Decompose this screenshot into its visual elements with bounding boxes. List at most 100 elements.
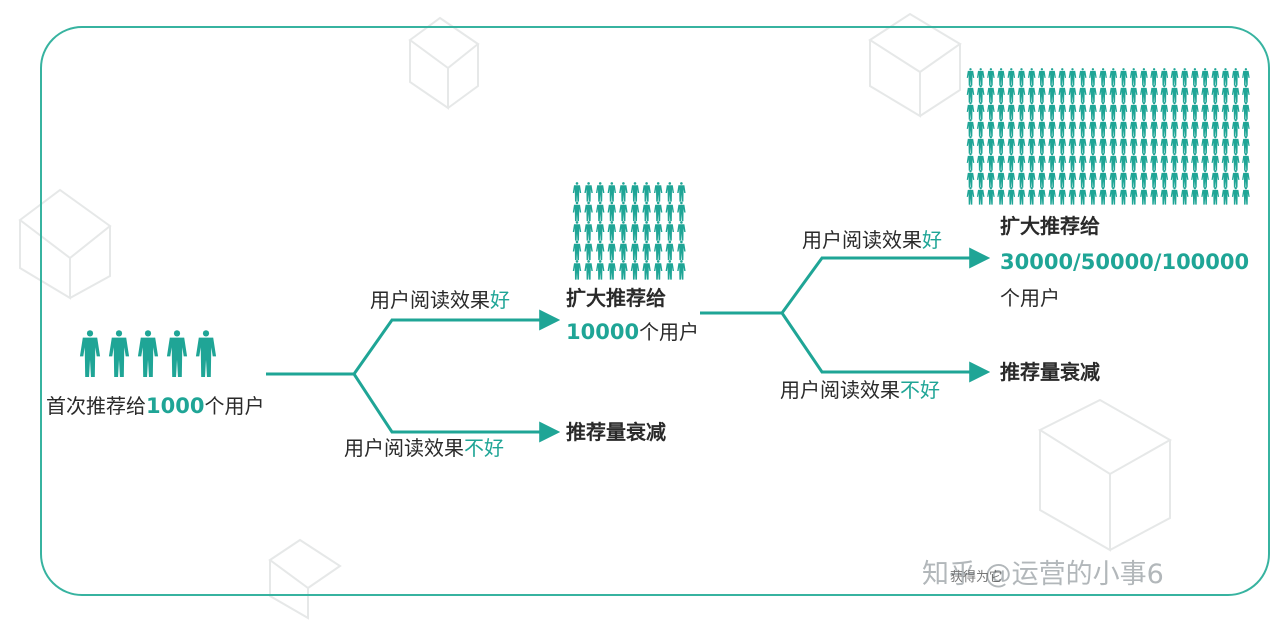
person-icon xyxy=(1201,102,1209,120)
person-icon xyxy=(1201,85,1209,103)
person-icon xyxy=(1180,136,1189,154)
person-icon xyxy=(1007,170,1016,188)
person-icon xyxy=(1242,102,1250,120)
person-icon xyxy=(1191,170,1199,188)
person-icon xyxy=(1170,85,1179,103)
person-icon xyxy=(137,330,159,378)
person-icon xyxy=(665,221,674,241)
person-icon xyxy=(584,221,593,241)
person-icon xyxy=(607,201,616,222)
person-icon xyxy=(1017,136,1026,154)
person-icon xyxy=(1140,170,1148,188)
person-icon xyxy=(1150,85,1158,103)
person-icon xyxy=(976,68,985,86)
person-icon xyxy=(1140,102,1148,120)
person-icon xyxy=(1078,170,1087,188)
person-icon xyxy=(1119,187,1128,205)
person-icon xyxy=(1231,119,1240,137)
stage2-bad-prefix: 用户阅读效果 xyxy=(780,378,900,402)
person-icon xyxy=(1058,153,1067,171)
person-icon xyxy=(642,201,651,222)
person-icon xyxy=(1170,102,1179,120)
person-icon xyxy=(619,221,628,241)
stage1-expand-suffix: 个用户 xyxy=(639,320,700,344)
person-icon xyxy=(1027,136,1036,154)
person-icon xyxy=(1089,153,1097,171)
person-icon xyxy=(1201,187,1209,205)
person-icon xyxy=(1201,153,1209,171)
person-icon xyxy=(1221,153,1230,171)
person-icon xyxy=(1170,153,1179,171)
user-group-100000-icon xyxy=(966,68,1250,205)
person-icon xyxy=(1180,68,1189,86)
person-icon xyxy=(1160,119,1169,137)
stage1-good-label: 用户阅读效果好 xyxy=(370,288,510,312)
person-icon xyxy=(1180,119,1189,137)
person-icon xyxy=(987,68,995,86)
stage1-good-prefix: 用户阅读效果 xyxy=(370,288,490,312)
person-icon xyxy=(1109,136,1118,154)
person-icon xyxy=(1078,136,1087,154)
person-icon xyxy=(1007,136,1016,154)
person-icon xyxy=(1068,153,1077,171)
person-icon xyxy=(1160,153,1169,171)
person-icon xyxy=(1109,102,1118,120)
person-icon xyxy=(584,182,593,202)
person-icon xyxy=(1078,153,1087,171)
person-icon xyxy=(1231,153,1240,171)
person-icon xyxy=(1150,119,1158,137)
person-icon xyxy=(630,240,640,261)
person-icon xyxy=(1150,68,1158,86)
person-icon xyxy=(1140,68,1148,86)
person-icon xyxy=(987,170,995,188)
person-icon xyxy=(1170,68,1179,86)
person-icon xyxy=(1078,68,1087,86)
person-icon xyxy=(1211,187,1220,205)
person-icon xyxy=(987,119,995,137)
person-icon xyxy=(665,260,674,280)
person-icon xyxy=(677,182,686,202)
person-icon xyxy=(1140,187,1148,205)
person-icon xyxy=(1099,85,1107,103)
person-icon xyxy=(596,201,605,222)
person-icon xyxy=(654,201,663,222)
person-icon xyxy=(1058,102,1067,120)
person-icon xyxy=(1017,187,1026,205)
book-cube-icon xyxy=(18,188,112,300)
person-icon xyxy=(1048,102,1056,120)
person-icon xyxy=(1242,119,1250,137)
person-icon xyxy=(1191,187,1199,205)
person-icon xyxy=(1191,153,1199,171)
person-icon xyxy=(1089,68,1097,86)
person-icon xyxy=(1129,68,1138,86)
person-icon xyxy=(1048,187,1056,205)
person-icon xyxy=(1211,68,1220,86)
outer-frame xyxy=(40,26,1270,596)
person-icon xyxy=(1150,187,1158,205)
person-icon xyxy=(108,330,130,378)
person-icon xyxy=(1170,136,1179,154)
stage1-bad-prefix: 用户阅读效果 xyxy=(344,436,464,460)
person-icon xyxy=(1109,187,1118,205)
person-icon xyxy=(1068,170,1077,188)
person-icon xyxy=(1007,153,1016,171)
person-icon xyxy=(607,182,616,202)
person-icon xyxy=(1129,170,1138,188)
person-icon xyxy=(1058,136,1067,154)
person-icon xyxy=(1211,136,1220,154)
book-cube-icon xyxy=(868,12,962,118)
person-icon xyxy=(642,182,651,202)
person-icon xyxy=(1089,102,1097,120)
person-icon xyxy=(1150,153,1158,171)
person-icon xyxy=(1180,102,1189,120)
person-icon xyxy=(1007,102,1016,120)
person-icon xyxy=(572,221,582,241)
person-icon xyxy=(1038,187,1046,205)
person-icon xyxy=(642,221,651,241)
stage2-expand-suffix: 个用户 xyxy=(1000,286,1060,310)
person-icon xyxy=(1160,85,1169,103)
person-icon xyxy=(1191,85,1199,103)
person-icon xyxy=(997,68,1005,86)
person-icon xyxy=(677,240,686,261)
